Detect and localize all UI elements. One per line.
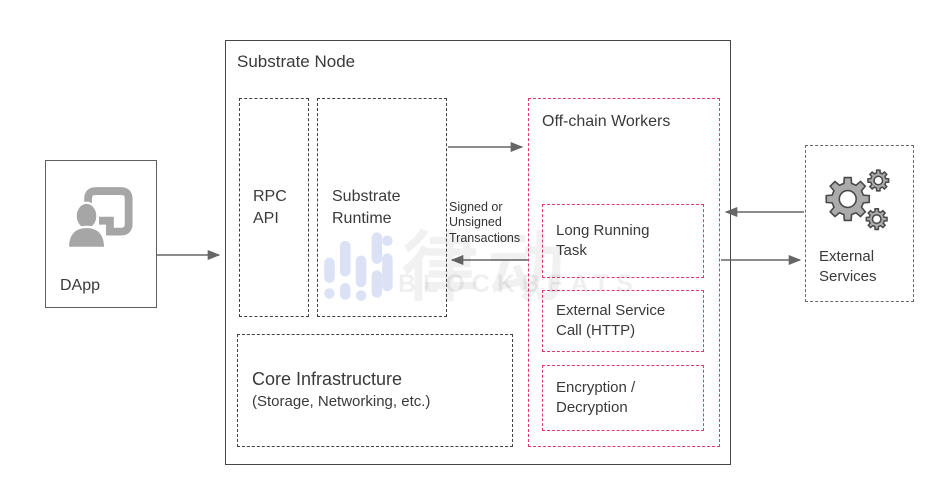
dapp-label: DApp <box>60 276 101 294</box>
substrate-runtime-box: Substrate Runtime <box>317 98 447 317</box>
core-infrastructure-title: Core Infrastructure <box>252 368 403 389</box>
long-running-task-box: Long Running Task <box>542 204 704 278</box>
substrate-node-box <box>225 40 731 465</box>
core-infrastructure-subtitle: (Storage, Networking, etc.) <box>252 393 431 411</box>
encryption-decryption-label: Encryption / Decryption <box>556 379 636 416</box>
external-service-call-box: External Service Call (HTTP) <box>542 290 704 352</box>
core-infrastructure-box: Core Infrastructure (Storage, Networking… <box>237 334 513 447</box>
encryption-decryption-box: Encryption / Decryption <box>542 365 704 431</box>
offchain-workers-title: Off-chain Workers <box>542 113 671 130</box>
external-service-call-label: External Service Call (HTTP) <box>556 302 666 339</box>
substrate-runtime-label: Substrate Runtime <box>332 188 401 227</box>
external-services-box: External Services <box>805 145 914 302</box>
person-presentation-icon <box>66 187 133 250</box>
dapp-box: DApp <box>45 160 157 308</box>
long-running-task-label: Long Running Task <box>556 222 650 259</box>
external-services-label: External Services <box>819 248 877 285</box>
rpc-api-box: RPC API <box>239 98 309 317</box>
transactions-arrow-label: Signed or Unsigned Transactions <box>449 200 521 245</box>
offchain-workers-box: Off-chain Workers <box>528 98 720 447</box>
rpc-api-label: RPC API <box>253 188 287 227</box>
gears-icon <box>825 169 890 231</box>
substrate-node-title: Substrate Node <box>237 52 356 71</box>
